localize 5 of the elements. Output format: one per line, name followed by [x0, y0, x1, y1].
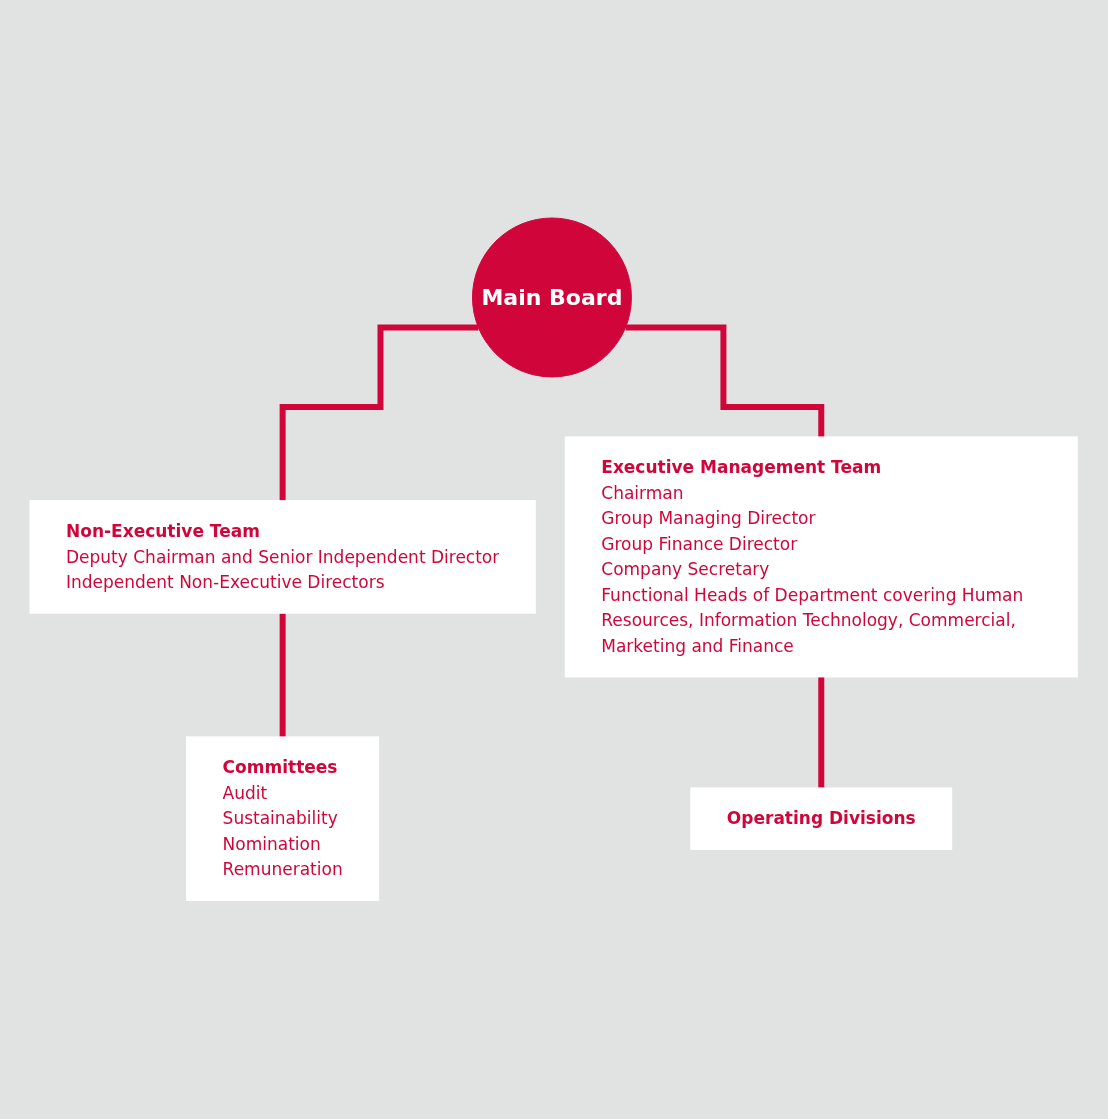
node-circle: Main Board — [472, 217, 633, 378]
node-box: Executive Management Team Chairman Group Managing Director Group Finance Director Company Secretary Functional Heads of Department covering Human Resources, Information Technology, Commercial, Marketing and Finance — [565, 436, 1079, 678]
node-box: Operating Divisions — [690, 787, 953, 851]
node-box: Committees Audit Sustainability Nomination Remuneration — [186, 736, 380, 902]
node-box: Non-Executive Team Deputy Chairman and Senior Independent Director Independent Non-Executive Directors — [29, 500, 537, 614]
